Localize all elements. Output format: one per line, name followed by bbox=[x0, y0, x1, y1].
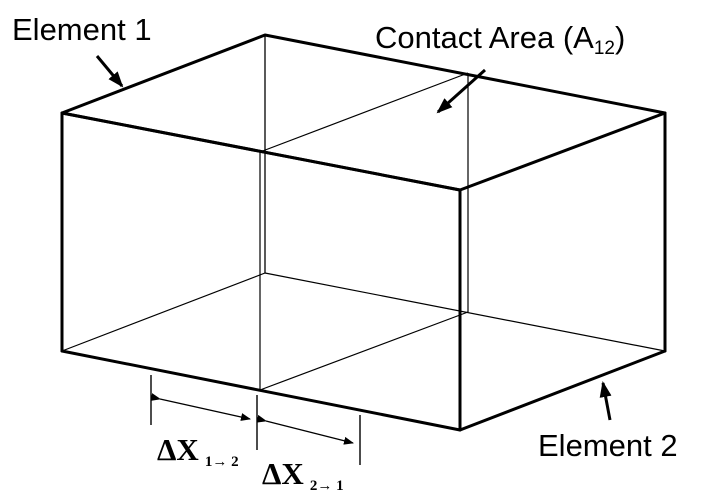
box-outline bbox=[60, 33, 667, 432]
dx-1-to-2-label: ΔX 1→ 2 bbox=[157, 432, 239, 470]
element-1-label: Element 1 bbox=[12, 12, 152, 47]
element-2-pointer-arrow bbox=[599, 381, 612, 421]
box-bottom-right-edge bbox=[458, 349, 667, 432]
dx-2-to-1-subscript: 2→ 1 bbox=[310, 478, 344, 494]
contact-area-label: Contact Area (A12) bbox=[375, 20, 625, 59]
element-1-pointer-arrow bbox=[95, 55, 124, 88]
contact-plane-top-edge bbox=[259, 72, 469, 153]
hidden-edges bbox=[61, 34, 666, 352]
contact-area-plane bbox=[259, 72, 469, 391]
dimension-arrow-dx-2-to-1 bbox=[256, 414, 354, 445]
box-bottom-left-edge bbox=[60, 349, 462, 432]
dx-1-to-2-main: ΔX bbox=[157, 432, 199, 467]
contact-area-label-close: ) bbox=[615, 20, 625, 55]
dimension-arrow-dx-1-to-2 bbox=[150, 393, 251, 421]
contact-area-label-subscript: 12 bbox=[594, 38, 615, 59]
dx-2-to-1-main: ΔX bbox=[262, 456, 304, 491]
contact-plane-bottom-edge bbox=[259, 311, 469, 391]
contact-area-pointer-arrow bbox=[436, 68, 486, 114]
hidden-bottom-left-edge bbox=[61, 272, 266, 352]
dx-1-to-2-subscript: 1→ 2 bbox=[205, 454, 239, 470]
dimension-dx-2-to-1 bbox=[256, 414, 361, 465]
element-2-label: Element 2 bbox=[538, 428, 678, 463]
dx-2-to-1-label: ΔX 2→ 1 bbox=[262, 456, 344, 494]
hidden-bottom-right-edge bbox=[264, 272, 666, 352]
contact-area-label-main: Contact Area (A bbox=[375, 20, 594, 55]
